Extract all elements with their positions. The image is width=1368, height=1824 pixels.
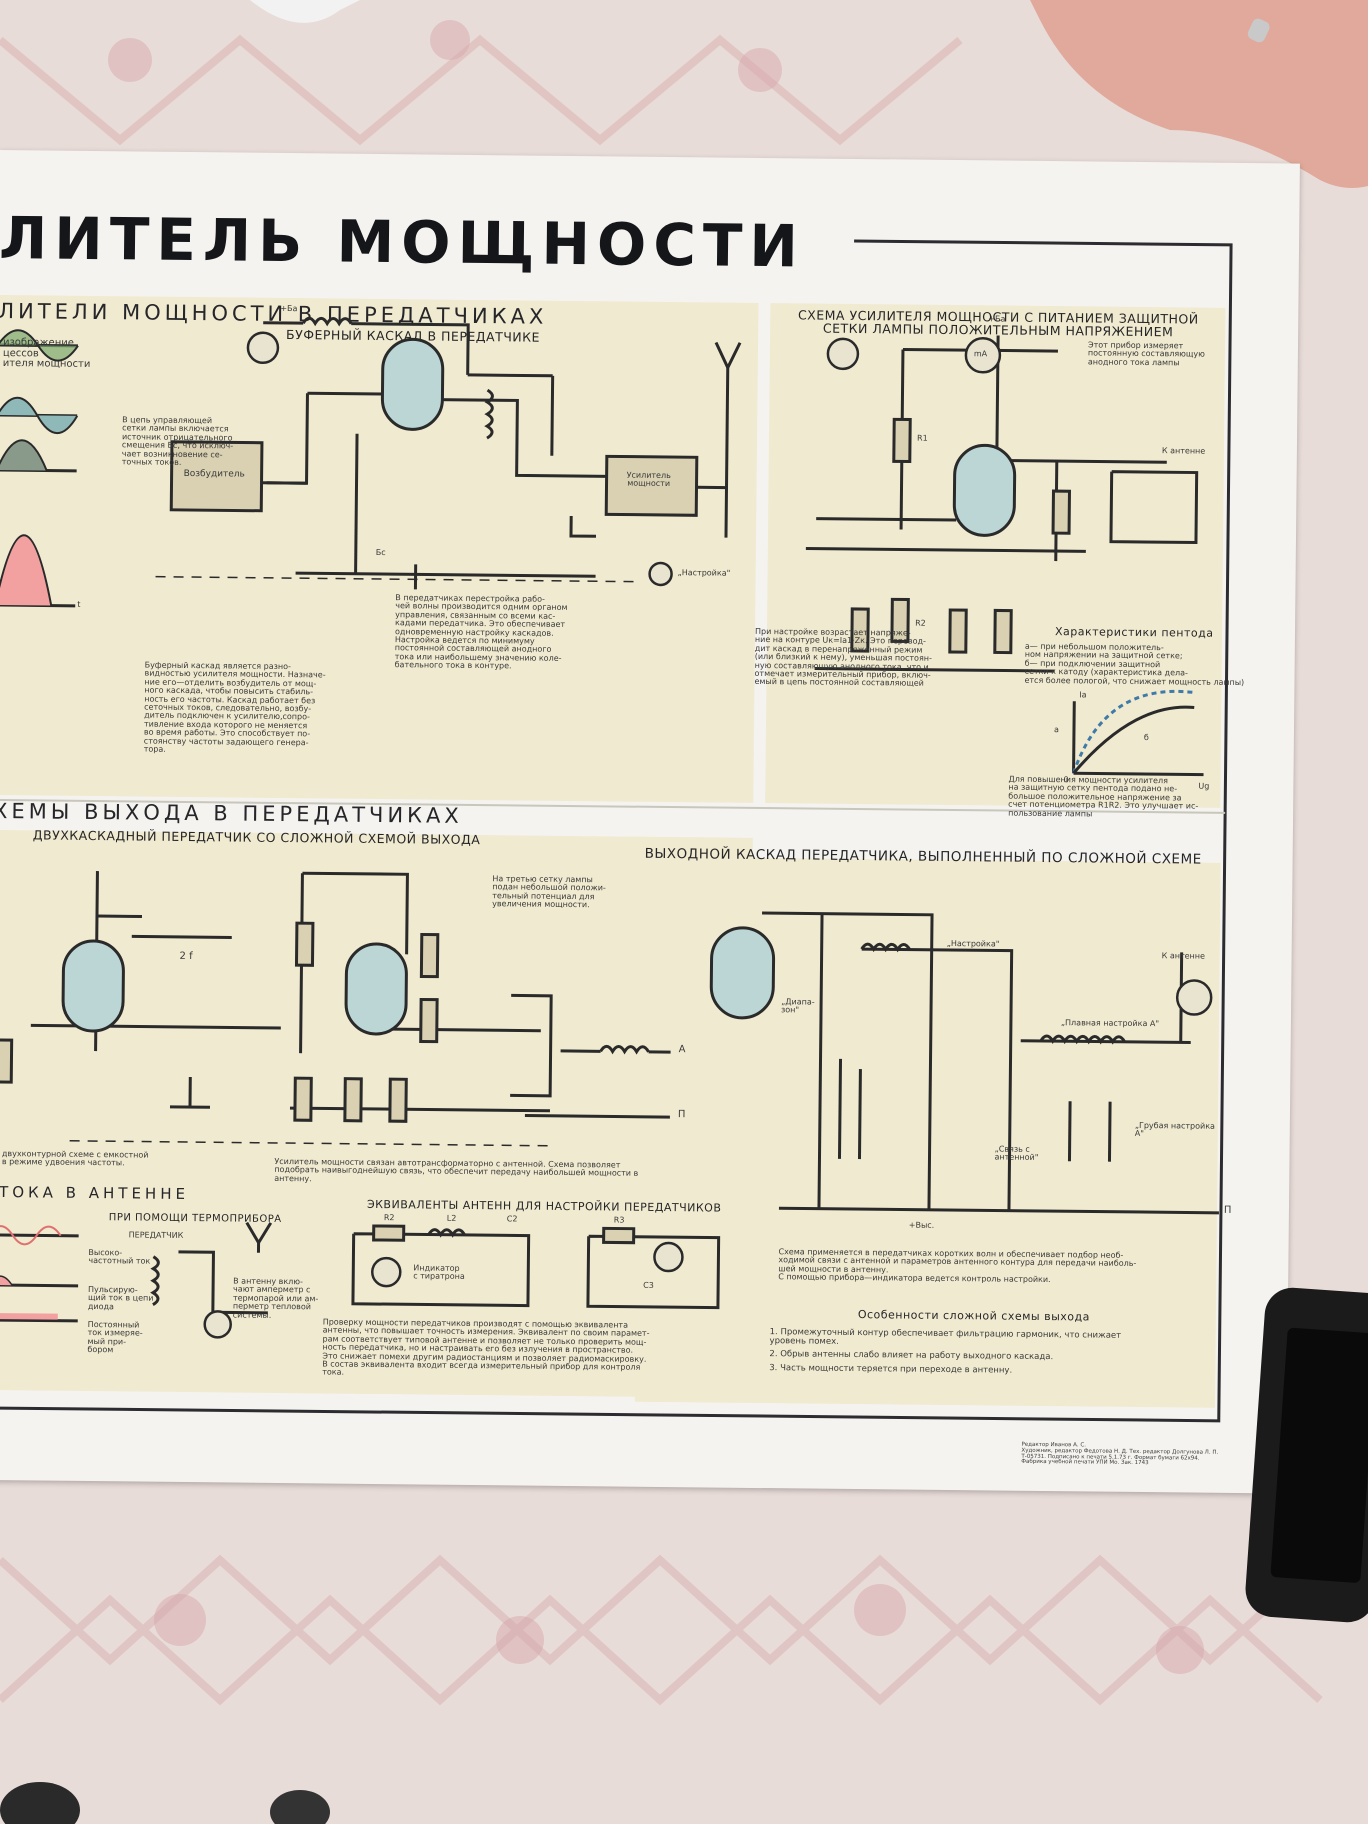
label-l2: L2 [446,1213,457,1223]
label-time: t [77,599,81,609]
phone-photo-detail [1243,1285,1368,1625]
label-tuning-knob: „Настройка" [677,568,731,578]
label-two-f: 2 f [179,950,193,963]
poster-sheet: ЛИТЕЛЬ МОЩНОСТИ ЛИТЕЛИ МОЩНОСТИ В ПЕРЕДА… [0,150,1300,1494]
label-bc: Бc [375,547,386,558]
text-autotrans: Усилитель мощности связан автотрансформа… [274,1156,639,1184]
text-imprint: Редактор Иванов А. С. Художник, редактор… [1021,1441,1219,1467]
poster-frame [0,239,1233,1423]
feature-1: 1. Промежуточный контур обеспечивает фил… [769,1327,1122,1347]
label-to-antenna-1: К антенне [1161,446,1206,456]
label-r2b: R2 [383,1213,395,1223]
label-c3: C3 [643,1280,654,1290]
text-ammeter-note: В антенну вклю- чают амперметр с термопа… [232,1276,319,1320]
foot-photo-detail [0,1782,330,1824]
label-a: а [1053,725,1059,735]
text-meter-note: Этот прибор измеряет постоянную составля… [1087,340,1205,368]
label-antenna-coupling: „Связь с антенной" [994,1144,1039,1163]
label-terminal-a: А [678,1044,686,1056]
label-tuning-2: „Настройка" [946,938,1000,949]
label-indicator: Индикатор с тиратрона [413,1263,465,1282]
text-bias-note: В цепь управляющей сетки лампы включаетс… [121,415,234,467]
label-plus-high: +Выс. [908,1220,935,1230]
label-coarse-tuning: „Грубая настройка А" [1134,1120,1216,1139]
text-tuning: При настройке возрастает напряже- ние на… [754,626,932,689]
label-b: б [1143,733,1149,743]
label-pulsing: Пульсирую- щий ток в цепи диода [87,1284,154,1312]
label-to-antenna-2: К антенне [1161,951,1205,961]
label-fine-tuning: „Плавная настройка А" [1060,1018,1160,1029]
label-transmitter: ПЕРЕДАТЧИК [128,1230,184,1240]
label-r2: R2 [915,618,926,628]
text-pentode: а— при небольшом положитель- ном напряже… [1024,641,1245,687]
phone-screen [1270,1327,1368,1584]
label-terminal-p-2: П [1223,1204,1232,1216]
text-buffer: Буферный каскад является разно- видность… [143,660,326,754]
text-power: Для повышения мощности усилителя на защи… [1008,774,1199,819]
label-c2: C2 [506,1214,518,1224]
hand-photo-detail [1030,0,1368,188]
text-retune: В передатчиках перестройка рабо- чей вол… [394,593,568,671]
label-r3: R3 [613,1215,625,1225]
text-third-grid: На третью сетку лампы подан небольшой по… [492,874,606,910]
text-left-caption: изображение цессов ителя мощности [2,337,91,370]
label-hf-current: Высоко- частотный ток [88,1247,151,1267]
label-ug: Ug [1198,781,1210,791]
text-scheme: Схема применяется в передатчиках коротки… [778,1247,1137,1285]
label-dc: Постоянный ток измеряе- мый при- бором [87,1319,143,1355]
label-r1: R1 [916,433,928,443]
label-plus-ba-2: +Бa [988,314,1006,324]
label-ma: mA [973,349,988,359]
label-exciter: Возбудитель [183,468,245,480]
label-amp-block: Усилитель мощности [626,470,671,489]
circuit-diagrams [0,316,1219,1339]
label-plus-ba-1: +Бa [280,303,298,314]
text-check: Проверку мощности передатчиков производя… [322,1317,650,1378]
label-range: „Диапа- зон" [780,997,815,1015]
text-bottom-left: о двухконтурной схеме с емкостной а в ре… [0,1148,149,1168]
label-terminal-p: П [677,1109,686,1121]
label-ia: Ia [1079,690,1087,700]
